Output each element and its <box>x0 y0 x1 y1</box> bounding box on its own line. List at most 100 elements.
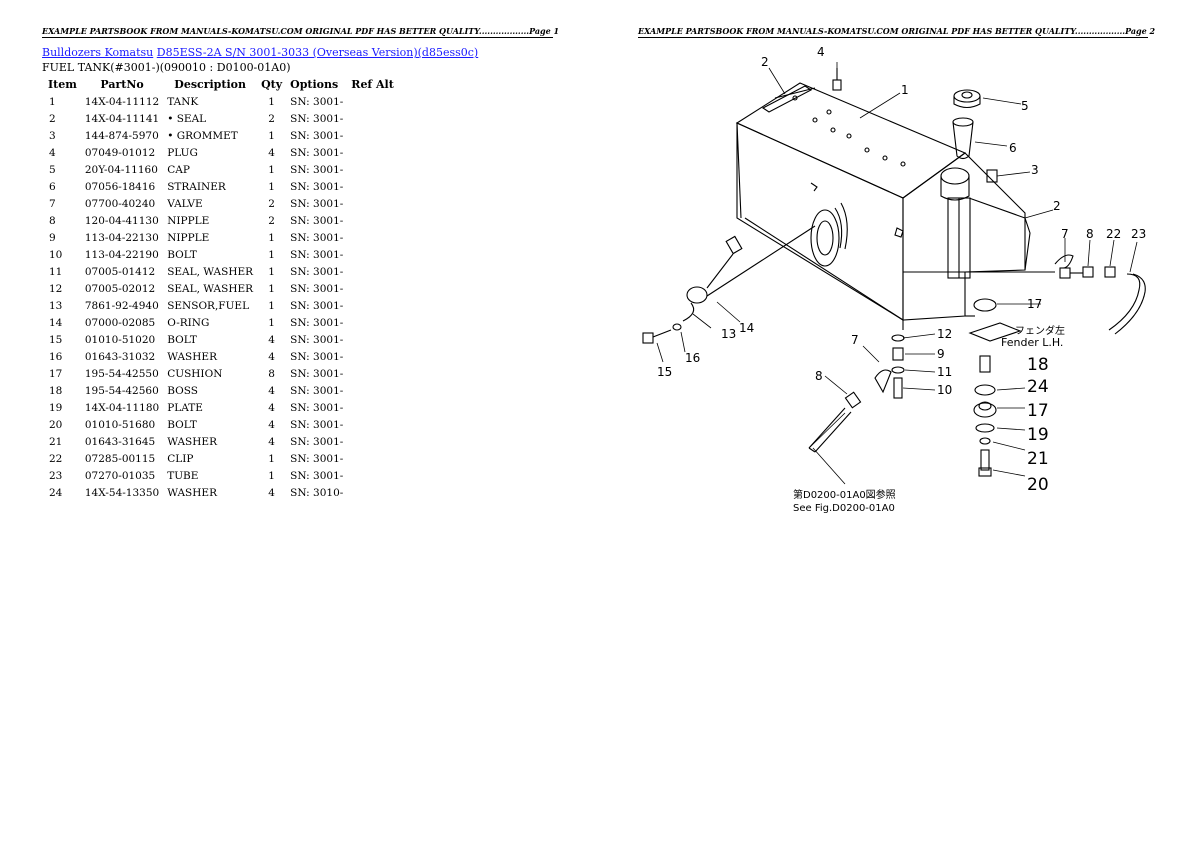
callout-24: 24 <box>1027 377 1049 397</box>
callout-16: 16 <box>685 351 700 365</box>
ref-alt-cell <box>347 229 398 246</box>
item-cell: 12 <box>49 282 63 295</box>
fender-en-label: Fender L.H. <box>1001 336 1063 349</box>
options-cell: SN: 3001- <box>290 333 344 346</box>
item-cell: 8 <box>49 214 56 227</box>
col-item: Item <box>48 78 77 91</box>
description-cell: TANK <box>167 95 199 108</box>
see-fig-jp-label: 第D0200-01A0図参照 <box>793 488 896 501</box>
item-cell: 21 <box>49 435 63 448</box>
qty-cell: 4 <box>268 435 275 448</box>
callout-17-top: 17 <box>1027 297 1042 311</box>
description-cell: • GROMMET <box>167 129 238 142</box>
item-cell: 5 <box>49 163 56 176</box>
description-cell: BOLT <box>167 248 197 261</box>
item-cell: 2 <box>49 112 56 125</box>
fender-jp-label: フェンダ左 <box>1015 324 1065 337</box>
ref-alt-cell <box>347 416 398 433</box>
qty-cell: 1 <box>268 180 275 193</box>
options-cell: SN: 3001- <box>290 401 344 414</box>
callout-21: 21 <box>1027 449 1049 469</box>
page-title: FUEL TANK(#3001-)(090010 : D0100-01A0) <box>42 61 291 74</box>
description-cell: SEAL, WASHER <box>167 282 254 295</box>
options-cell: SN: 3001- <box>290 248 344 261</box>
callout-17-bottom: 17 <box>1027 401 1049 421</box>
callout-18: 18 <box>1027 355 1049 375</box>
item-cell: 10 <box>49 248 63 261</box>
qty-cell: 1 <box>268 469 275 482</box>
partno-cell: 14X-04-11141 <box>84 112 160 125</box>
callout-22: 22 <box>1106 227 1121 241</box>
item-cell: 4 <box>49 146 56 159</box>
description-cell: SENSOR,FUEL <box>167 299 250 312</box>
callout-8-left: 8 <box>815 369 823 383</box>
partno-cell: 07005-01412 <box>84 265 156 278</box>
col-qty: Qty <box>261 78 283 91</box>
description-cell: BOLT <box>167 333 197 346</box>
part-bolt-15 <box>642 323 682 344</box>
part-lower-fittings <box>808 334 905 453</box>
ref-alt-cell <box>347 467 398 484</box>
item-cell: 16 <box>49 350 63 363</box>
options-cell: SN: 3001- <box>290 95 344 108</box>
ref-alt-cell <box>347 484 398 501</box>
partno-cell: 07700-40240 <box>84 197 156 210</box>
description-cell: WASHER <box>167 350 217 363</box>
options-cell: SN: 3001- <box>290 469 344 482</box>
qty-cell: 1 <box>268 282 275 295</box>
options-cell: SN: 3001- <box>290 197 344 210</box>
item-cell: 1 <box>49 95 56 108</box>
item-cell: 23 <box>49 469 63 482</box>
description-cell: STRAINER <box>167 180 226 193</box>
callout-10: 10 <box>937 383 952 397</box>
partno-cell: 01010-51680 <box>84 418 156 431</box>
description-cell: CLIP <box>167 452 194 465</box>
ref-alt-cell <box>347 246 398 263</box>
callout-23: 23 <box>1131 227 1146 241</box>
qty-cell: 4 <box>268 146 275 159</box>
callout-15: 15 <box>657 365 672 379</box>
description-cell: TUBE <box>167 469 199 482</box>
qty-cell: 1 <box>268 163 275 176</box>
description-cell: CAP <box>167 163 190 176</box>
ref-alt-cell <box>347 382 398 399</box>
partno-cell: 07056-18416 <box>84 180 156 193</box>
breadcrumb-link-bulldozers[interactable]: Bulldozers Komatsu <box>42 46 154 59</box>
callout-12: 12 <box>937 327 952 341</box>
qty-cell: 1 <box>268 265 275 278</box>
item-cell: 11 <box>49 265 63 278</box>
breadcrumb-link-model[interactable]: D85ESS-2A S/N 3001-3033 (Overseas Versio… <box>156 46 479 59</box>
qty-cell: 1 <box>268 95 275 108</box>
qty-cell: 4 <box>268 401 275 414</box>
callout-1: 1 <box>901 83 909 97</box>
parts-table: Item PartNo Description Qty Options Ref … <box>44 76 398 501</box>
col-description: Description <box>174 78 246 91</box>
partno-cell: 07005-02012 <box>84 282 156 295</box>
item-cell: 24 <box>49 486 63 499</box>
table-header-row: Item PartNo Description Qty Options Ref … <box>44 76 398 93</box>
options-cell: SN: 3001- <box>290 452 344 465</box>
item-cell: 17 <box>49 367 63 380</box>
partno-cell: 20Y-04-11160 <box>84 163 158 176</box>
options-cell: SN: 3001- <box>290 146 344 159</box>
item-cell: 18 <box>49 384 63 397</box>
options-cell: SN: 3001- <box>290 180 344 193</box>
part-cap <box>953 89 981 109</box>
leader-lines <box>656 62 1138 485</box>
callout-7-right: 7 <box>1061 227 1069 241</box>
description-cell: WASHER <box>167 435 217 448</box>
partno-cell: 07285-00115 <box>84 452 156 465</box>
